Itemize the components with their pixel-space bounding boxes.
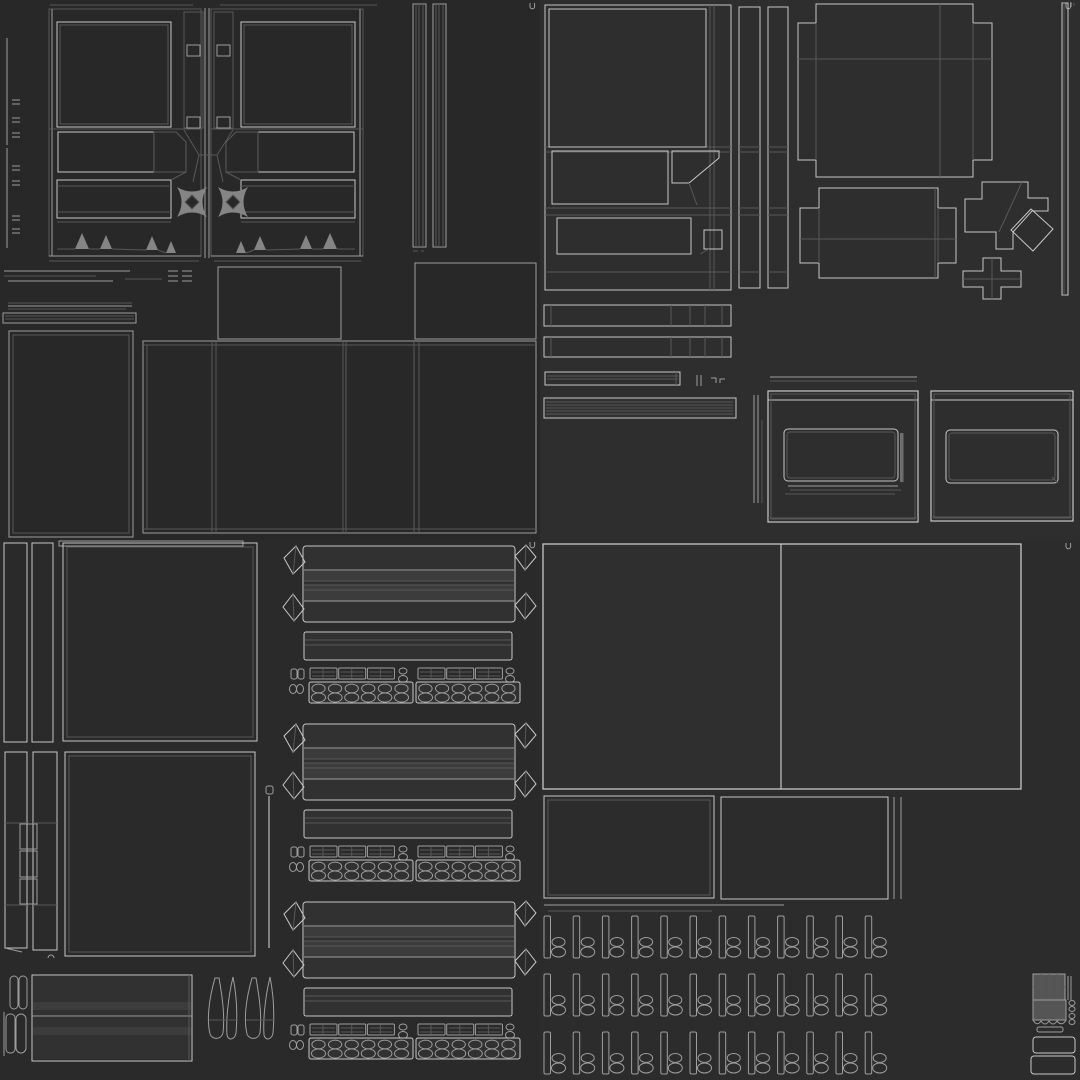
tr-cross-small: [799, 187, 957, 279]
bl-corner: [3, 954, 193, 1062]
margin-ticks: [6, 38, 20, 248]
bl-square-2: [64, 751, 256, 957]
tr-plus: [962, 257, 1022, 300]
tr-thin-bar: [1061, 2, 1075, 296]
br-corner-widget: [1030, 973, 1076, 1075]
tr-side-panel: [544, 4, 732, 291]
under-machine-marks: [4, 270, 192, 282]
br-underlines: [544, 904, 784, 912]
track-unit: [282, 544, 537, 704]
br-big-rect: [542, 543, 1022, 790]
tr-monitor-right: [930, 390, 1074, 522]
slat-bars: [412, 3, 447, 252]
bl-columns-2: [4, 751, 58, 953]
br-mid-rects: [543, 795, 902, 900]
bl-fin-pair: [207, 976, 238, 1040]
tr-hex-diamond: [964, 181, 1054, 252]
bolt-grid: [543, 915, 888, 1075]
stack-lines: [2, 302, 137, 324]
tl-box-unwrap: [142, 262, 537, 534]
bl-square-1: [62, 542, 258, 742]
machine-center: [177, 8, 248, 258]
tr-cross-big: [797, 3, 993, 178]
machine-left: [48, 8, 202, 257]
tr-tall-bars: [738, 6, 789, 289]
bl-columns-1: [3, 542, 54, 743]
bl-pin: [265, 785, 274, 948]
tl-left-panel: [8, 330, 134, 538]
machine-frame-lines: [49, 4, 377, 262]
tr-hbars: [543, 304, 737, 419]
tr-monitor-left: [753, 376, 919, 523]
